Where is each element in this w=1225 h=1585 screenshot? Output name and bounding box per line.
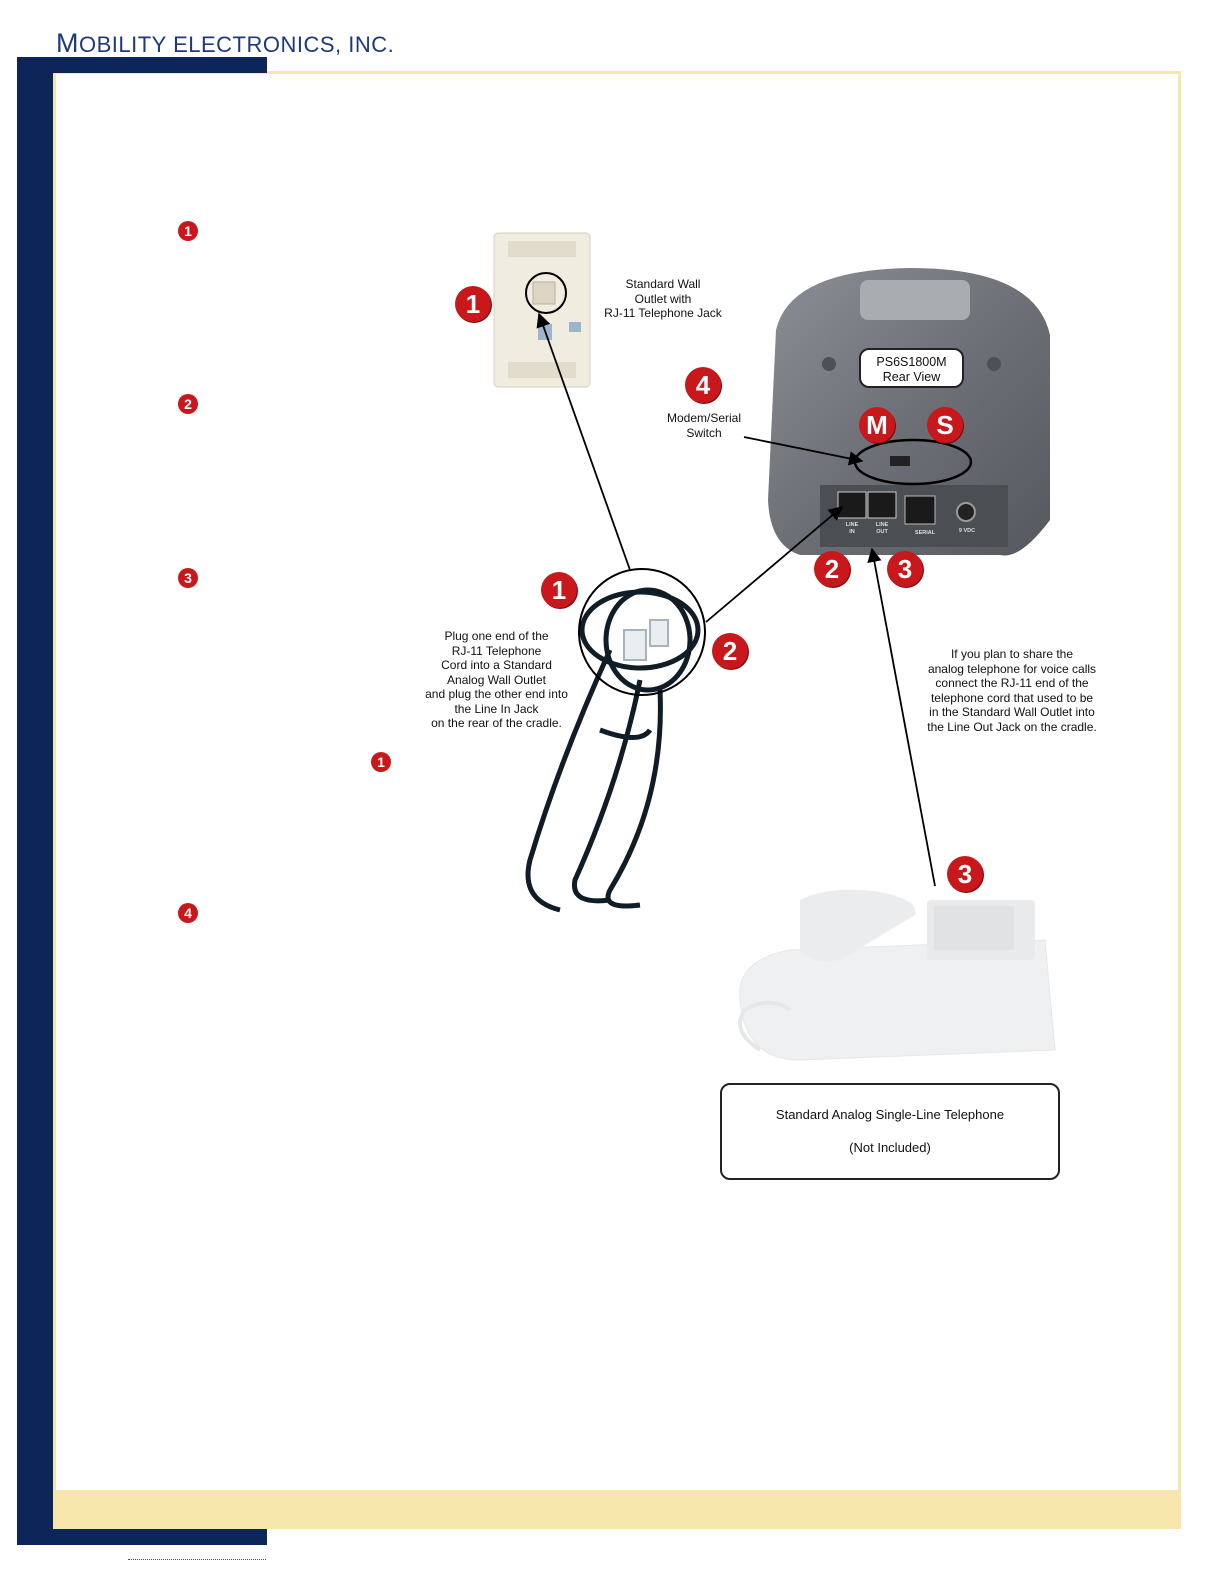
- cord-instruction: Plug one end of the RJ-11 Telephone Cord…: [425, 629, 568, 730]
- switch-label: Modem/Serial Switch: [666, 411, 742, 440]
- cradle-image: [768, 268, 1050, 556]
- badge-cord-1: 1: [541, 572, 577, 608]
- step-bullet-1b: 1: [371, 752, 391, 772]
- jack-serial-label: SERIAL: [914, 530, 936, 536]
- cradle-model: PS6S1800M: [876, 355, 947, 369]
- navy-top-bar: [17, 57, 267, 73]
- telephone-image: [738, 889, 1056, 1061]
- badge-phone-3: 3: [947, 856, 983, 892]
- jack-power-label: 9 VDC: [958, 528, 976, 534]
- telephone-cord-image: [525, 568, 706, 913]
- jack-line-in-label: LINE IN: [845, 522, 859, 535]
- footer-dotted-line: [128, 1559, 266, 1560]
- step-bullet-4: 4: [178, 903, 198, 923]
- share-instruction: If you plan to share the analog telephon…: [927, 647, 1097, 734]
- jack-line-out-label: LINE OUT: [875, 522, 889, 535]
- wall-outlet-image: [493, 232, 591, 388]
- company-name: MOBILITY ELECTRONICS, INC.: [56, 28, 395, 58]
- wall-outlet-label: Standard Wall Outlet with RJ-11 Telephon…: [604, 277, 722, 320]
- badge-line-in-2: 2: [814, 551, 850, 587]
- cradle-model-box: PS6S1800M Rear View: [859, 348, 964, 388]
- navy-side-bar: [17, 57, 53, 1529]
- badge-line-out-3: 3: [887, 551, 923, 587]
- navy-bottom-bar: [17, 1529, 267, 1545]
- telephone-not-included: (Not Included): [849, 1140, 931, 1155]
- badge-serial-s: S: [927, 407, 963, 443]
- cradle-view: Rear View: [882, 370, 941, 384]
- badge-modem-m: M: [859, 407, 895, 443]
- step-bullet-3: 3: [178, 568, 198, 588]
- badge-outlet-1: 1: [455, 286, 491, 322]
- telephone-caption: Standard Analog Single-Line Telephone: [775, 1107, 1005, 1122]
- telephone-caption-box: Standard Analog Single-Line Telephone (N…: [720, 1083, 1060, 1180]
- badge-cord-2: 2: [712, 633, 748, 669]
- footer-band: [53, 1490, 1181, 1529]
- step-bullet-2: 2: [178, 394, 198, 414]
- step-bullet-1: 1: [178, 221, 198, 241]
- badge-switch-4: 4: [685, 367, 721, 403]
